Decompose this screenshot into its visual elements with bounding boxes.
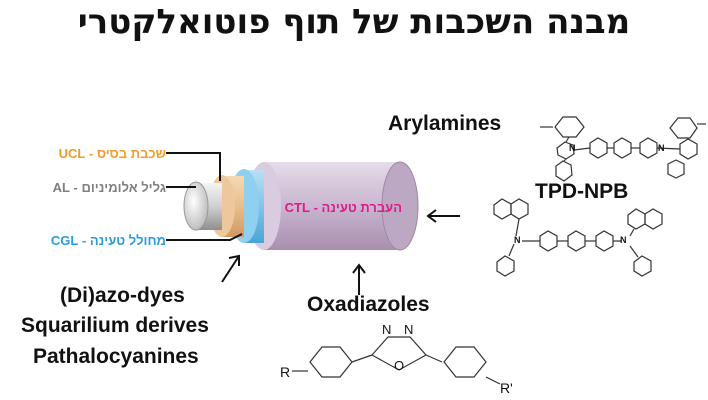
label-al-abbr: AL bbox=[52, 180, 70, 195]
oxadiazole-n-right: N bbox=[404, 322, 414, 337]
substituent-r-prime: R' bbox=[500, 380, 513, 396]
label-squarilium: Squarilium derives bbox=[21, 314, 209, 337]
ucl-leader bbox=[166, 152, 221, 181]
label-ucl: שכבת בסיס - UCL bbox=[58, 146, 166, 161]
arrow-ctl-left bbox=[426, 209, 460, 223]
label-ucl-abbr: UCL bbox=[58, 146, 86, 161]
tpd-n-left: N bbox=[514, 235, 521, 245]
page-title: מבנה השכבות של תוף פוטואלקטרי bbox=[77, 2, 631, 42]
tpd-n-right: N bbox=[620, 235, 627, 245]
tpd-npb-molecule bbox=[493, 198, 663, 277]
label-cgl-abbr: CGL bbox=[50, 233, 79, 248]
oxadiazole-molecule bbox=[292, 336, 501, 385]
arylamine-n-right: N bbox=[658, 143, 665, 153]
label-cgl: מחולל טעינה - CGL bbox=[50, 233, 166, 248]
label-cgl-name: מחולל טעינה bbox=[89, 233, 166, 248]
substituent-r: R bbox=[280, 364, 291, 380]
oxadiazole-n-left: N bbox=[382, 322, 392, 337]
cgl-leader bbox=[166, 233, 243, 241]
oxadiazole-o: O bbox=[394, 358, 405, 373]
arylamine-n-left: N bbox=[569, 143, 576, 153]
label-ucl-name: שכבת בסיס bbox=[96, 146, 166, 161]
label-oxadiazoles: Oxadiazoles bbox=[307, 293, 430, 316]
label-ctl: העברת טעינה - CTL bbox=[284, 200, 402, 215]
label-diazo-dyes: (Di)azo-dyes bbox=[60, 284, 185, 307]
label-tpd-npb: TPD-NPB bbox=[535, 180, 629, 203]
label-al: גליל אלומיניום - AL bbox=[52, 180, 166, 195]
label-ctl-name: העברת טעינה bbox=[321, 200, 402, 215]
label-arylamines: Arylamines bbox=[388, 112, 502, 135]
label-al-name: גליל אלומיניום bbox=[81, 180, 166, 195]
label-ctl-abbr: CTL bbox=[284, 200, 310, 215]
drum-ctl-layer bbox=[247, 161, 419, 251]
arrow-cgl-up bbox=[221, 254, 240, 283]
drum-al-layer bbox=[183, 181, 222, 231]
label-phthalocyanines: Pathalocyanines bbox=[33, 345, 199, 368]
arylamine-molecule bbox=[540, 116, 706, 182]
arrow-ctl-up bbox=[352, 263, 366, 295]
